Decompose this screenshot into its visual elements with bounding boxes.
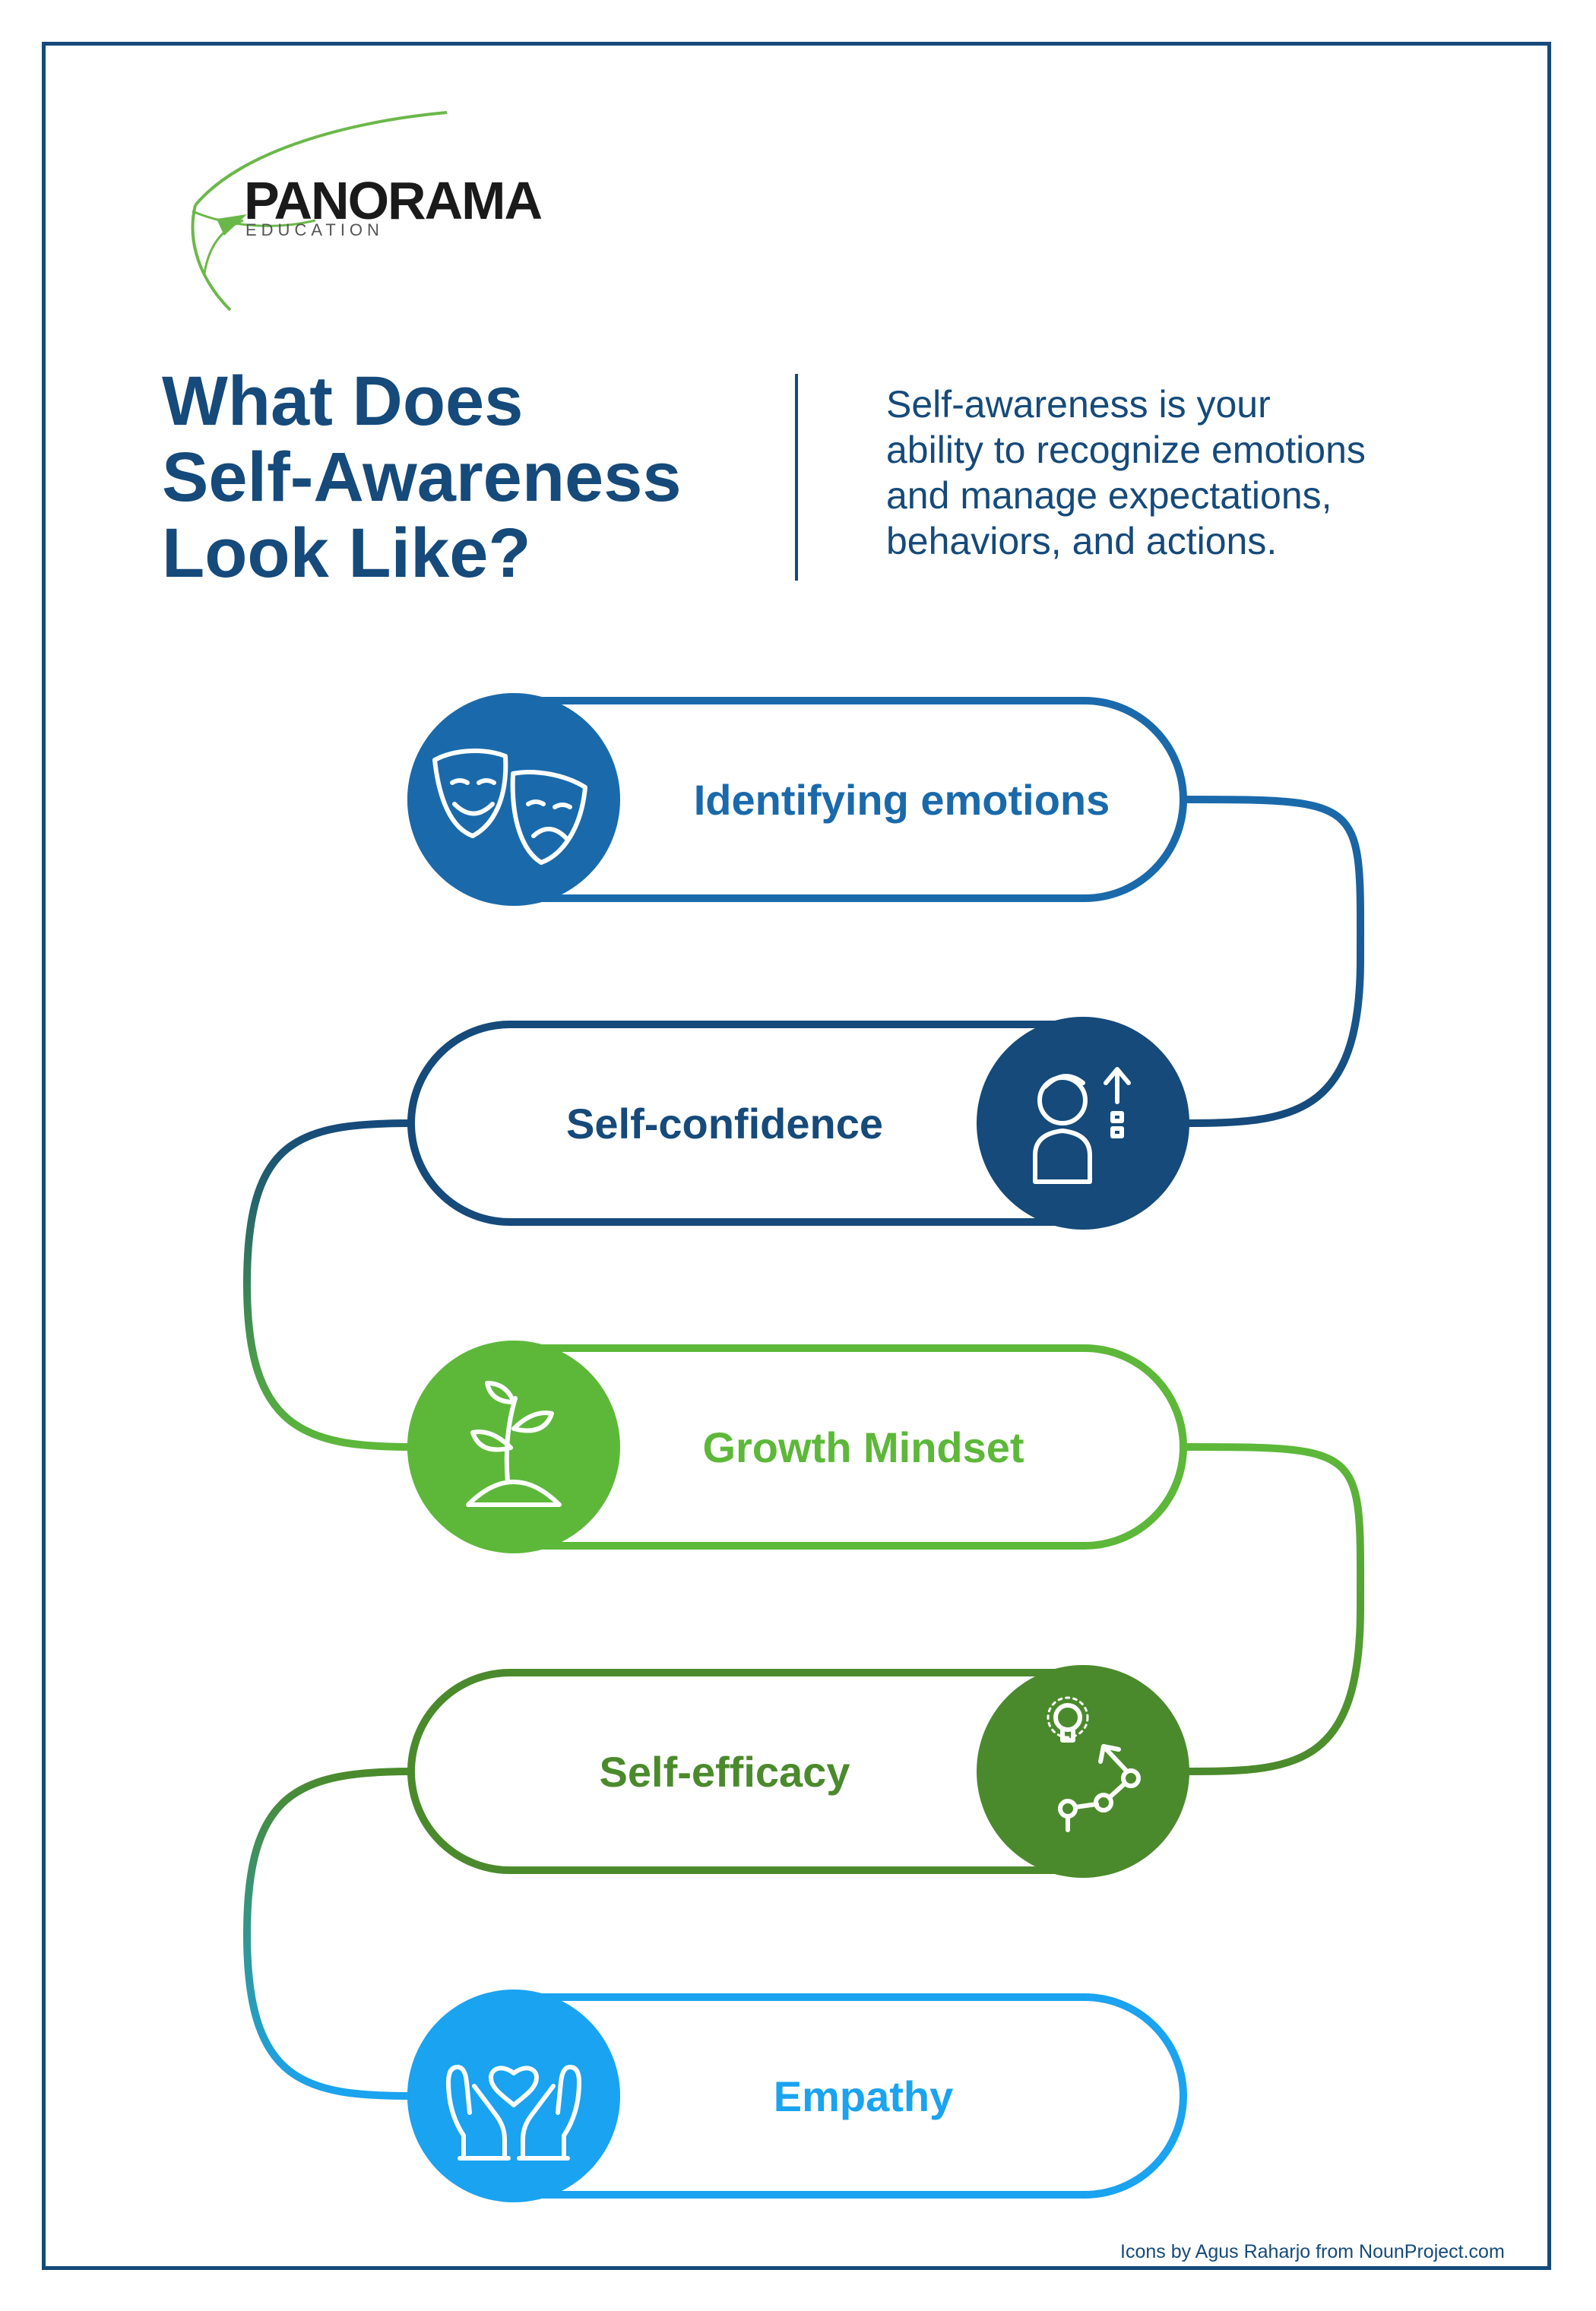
step-empathy: [407, 1990, 1187, 2202]
title-line: What Does: [162, 362, 524, 440]
connector-1-2: [1183, 796, 1365, 1127]
connector-2-3: [242, 1119, 412, 1451]
connector-4-5: [242, 1768, 412, 2100]
step-label: Growth Mindset: [702, 1423, 1024, 1471]
logo-wordmark: PANORAMA: [244, 171, 543, 230]
step-label: Self-confidence: [566, 1100, 883, 1148]
icon-credit: Icons by Agus Raharjo from NounProject.c…: [1120, 2241, 1505, 2262]
title-line: Look Like?: [162, 514, 531, 592]
step-label: Self-efficacy: [599, 1748, 850, 1796]
description-line: Self-awareness is your: [886, 383, 1271, 426]
step-label: Empathy: [773, 2072, 954, 2120]
theater-masks-icon: [432, 749, 587, 865]
lightbulb-path-icon: [1047, 1696, 1141, 1832]
step-growth-mindset: [407, 1341, 1187, 1553]
description-line: ability to recognize emotions: [886, 429, 1366, 471]
step-identifying-emotions: [407, 693, 1187, 906]
page-title: What Does Self-Awareness Look Like?: [162, 363, 785, 591]
logo-swoosh-icon: [191, 111, 448, 312]
step-label: Identifying emotions: [693, 776, 1110, 824]
confident-person-icon: [1033, 1067, 1131, 1184]
description-line: and manage expectations,: [886, 474, 1332, 517]
step-self-efficacy: [407, 1665, 1189, 1878]
description-line: behaviors, and actions.: [886, 520, 1278, 562]
connector-3-4: [1183, 1443, 1365, 1775]
title-line: Self-Awareness: [162, 438, 682, 516]
hands-heart-icon: [446, 2065, 581, 2161]
description: Self-awareness is your ability to recogn…: [886, 381, 1509, 564]
step-self-confidence: [407, 1017, 1189, 1230]
logo-subtitle: EDUCATION: [245, 220, 384, 239]
header-divider: [795, 374, 798, 581]
sprouting-plant-icon: [466, 1381, 562, 1507]
panorama-logo: PANORAMA EDUCATION: [171, 106, 543, 334]
page-frame: [42, 42, 1551, 2270]
